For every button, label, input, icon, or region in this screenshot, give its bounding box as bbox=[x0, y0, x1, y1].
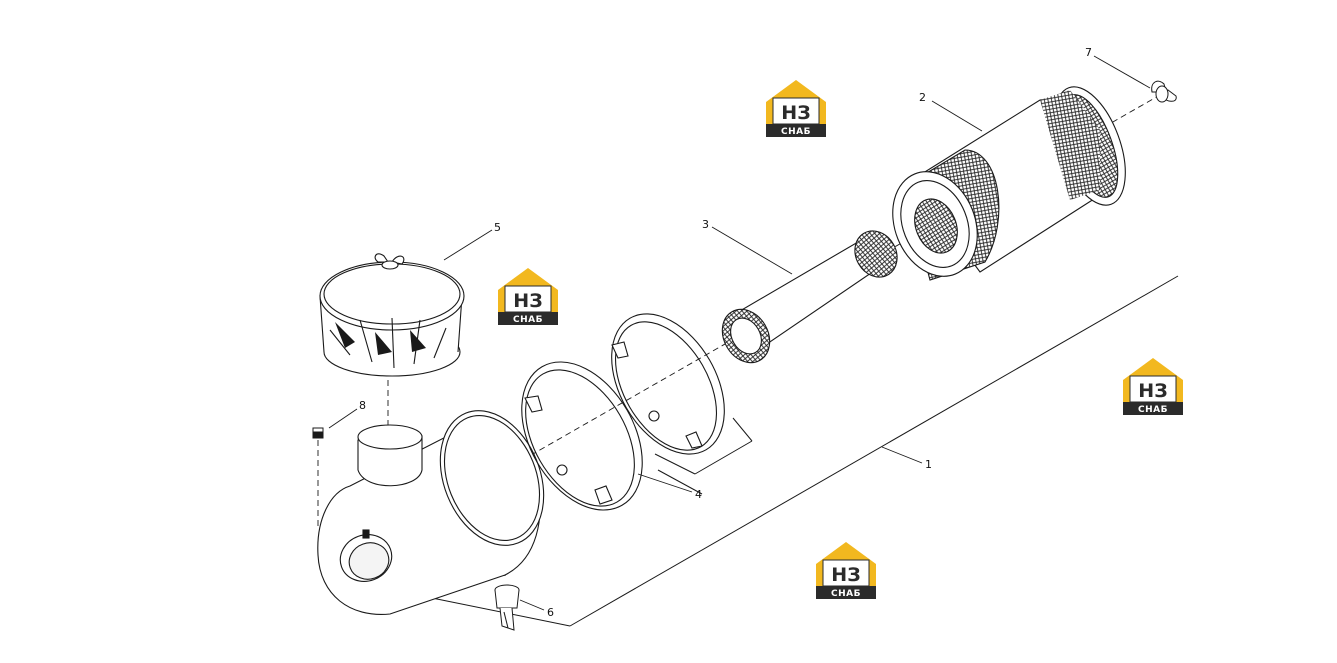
wing-nut bbox=[1151, 80, 1177, 103]
callout-6: 6 bbox=[547, 606, 554, 619]
svg-text:НЗ: НЗ bbox=[513, 290, 542, 312]
watermark-logo: НЗ СНАБ bbox=[497, 267, 559, 326]
svg-text:СНАБ: СНАБ bbox=[1138, 405, 1168, 415]
primary-filter-element bbox=[892, 86, 1126, 281]
svg-text:НЗ: НЗ bbox=[1138, 380, 1167, 402]
svg-text:СНАБ: СНАБ bbox=[513, 315, 543, 325]
callout-5: 5 bbox=[494, 221, 501, 234]
watermark-logo: НЗ СНАБ bbox=[765, 79, 827, 138]
assembly-frame-lines bbox=[431, 275, 1179, 627]
safety-filter-element bbox=[721, 230, 898, 364]
air-cleaner-housing bbox=[317, 410, 545, 615]
vacuator-valve bbox=[494, 584, 520, 631]
leader-lines bbox=[328, 55, 1151, 611]
callout-8: 8 bbox=[359, 399, 366, 412]
clamp-band-rear bbox=[611, 313, 725, 455]
watermark-logo: НЗ СНАБ bbox=[815, 541, 877, 600]
svg-text:НЗ: НЗ bbox=[831, 564, 860, 586]
plug-fitting bbox=[312, 427, 324, 439]
watermark-logo: НЗ СНАБ bbox=[1122, 357, 1184, 416]
callout-4: 4 bbox=[695, 488, 702, 501]
svg-text:НЗ: НЗ bbox=[781, 102, 810, 124]
svg-text:СНАБ: СНАБ bbox=[781, 127, 811, 137]
svg-text:СНАБ: СНАБ bbox=[831, 589, 861, 599]
callout-labels: 1 2 3 4 5 6 7 8 bbox=[359, 46, 1092, 619]
callout-7: 7 bbox=[1085, 46, 1092, 59]
callout-3: 3 bbox=[702, 218, 709, 231]
pre-cleaner-cap bbox=[319, 253, 465, 377]
callout-1: 1 bbox=[925, 458, 932, 471]
callout-2: 2 bbox=[919, 91, 926, 104]
